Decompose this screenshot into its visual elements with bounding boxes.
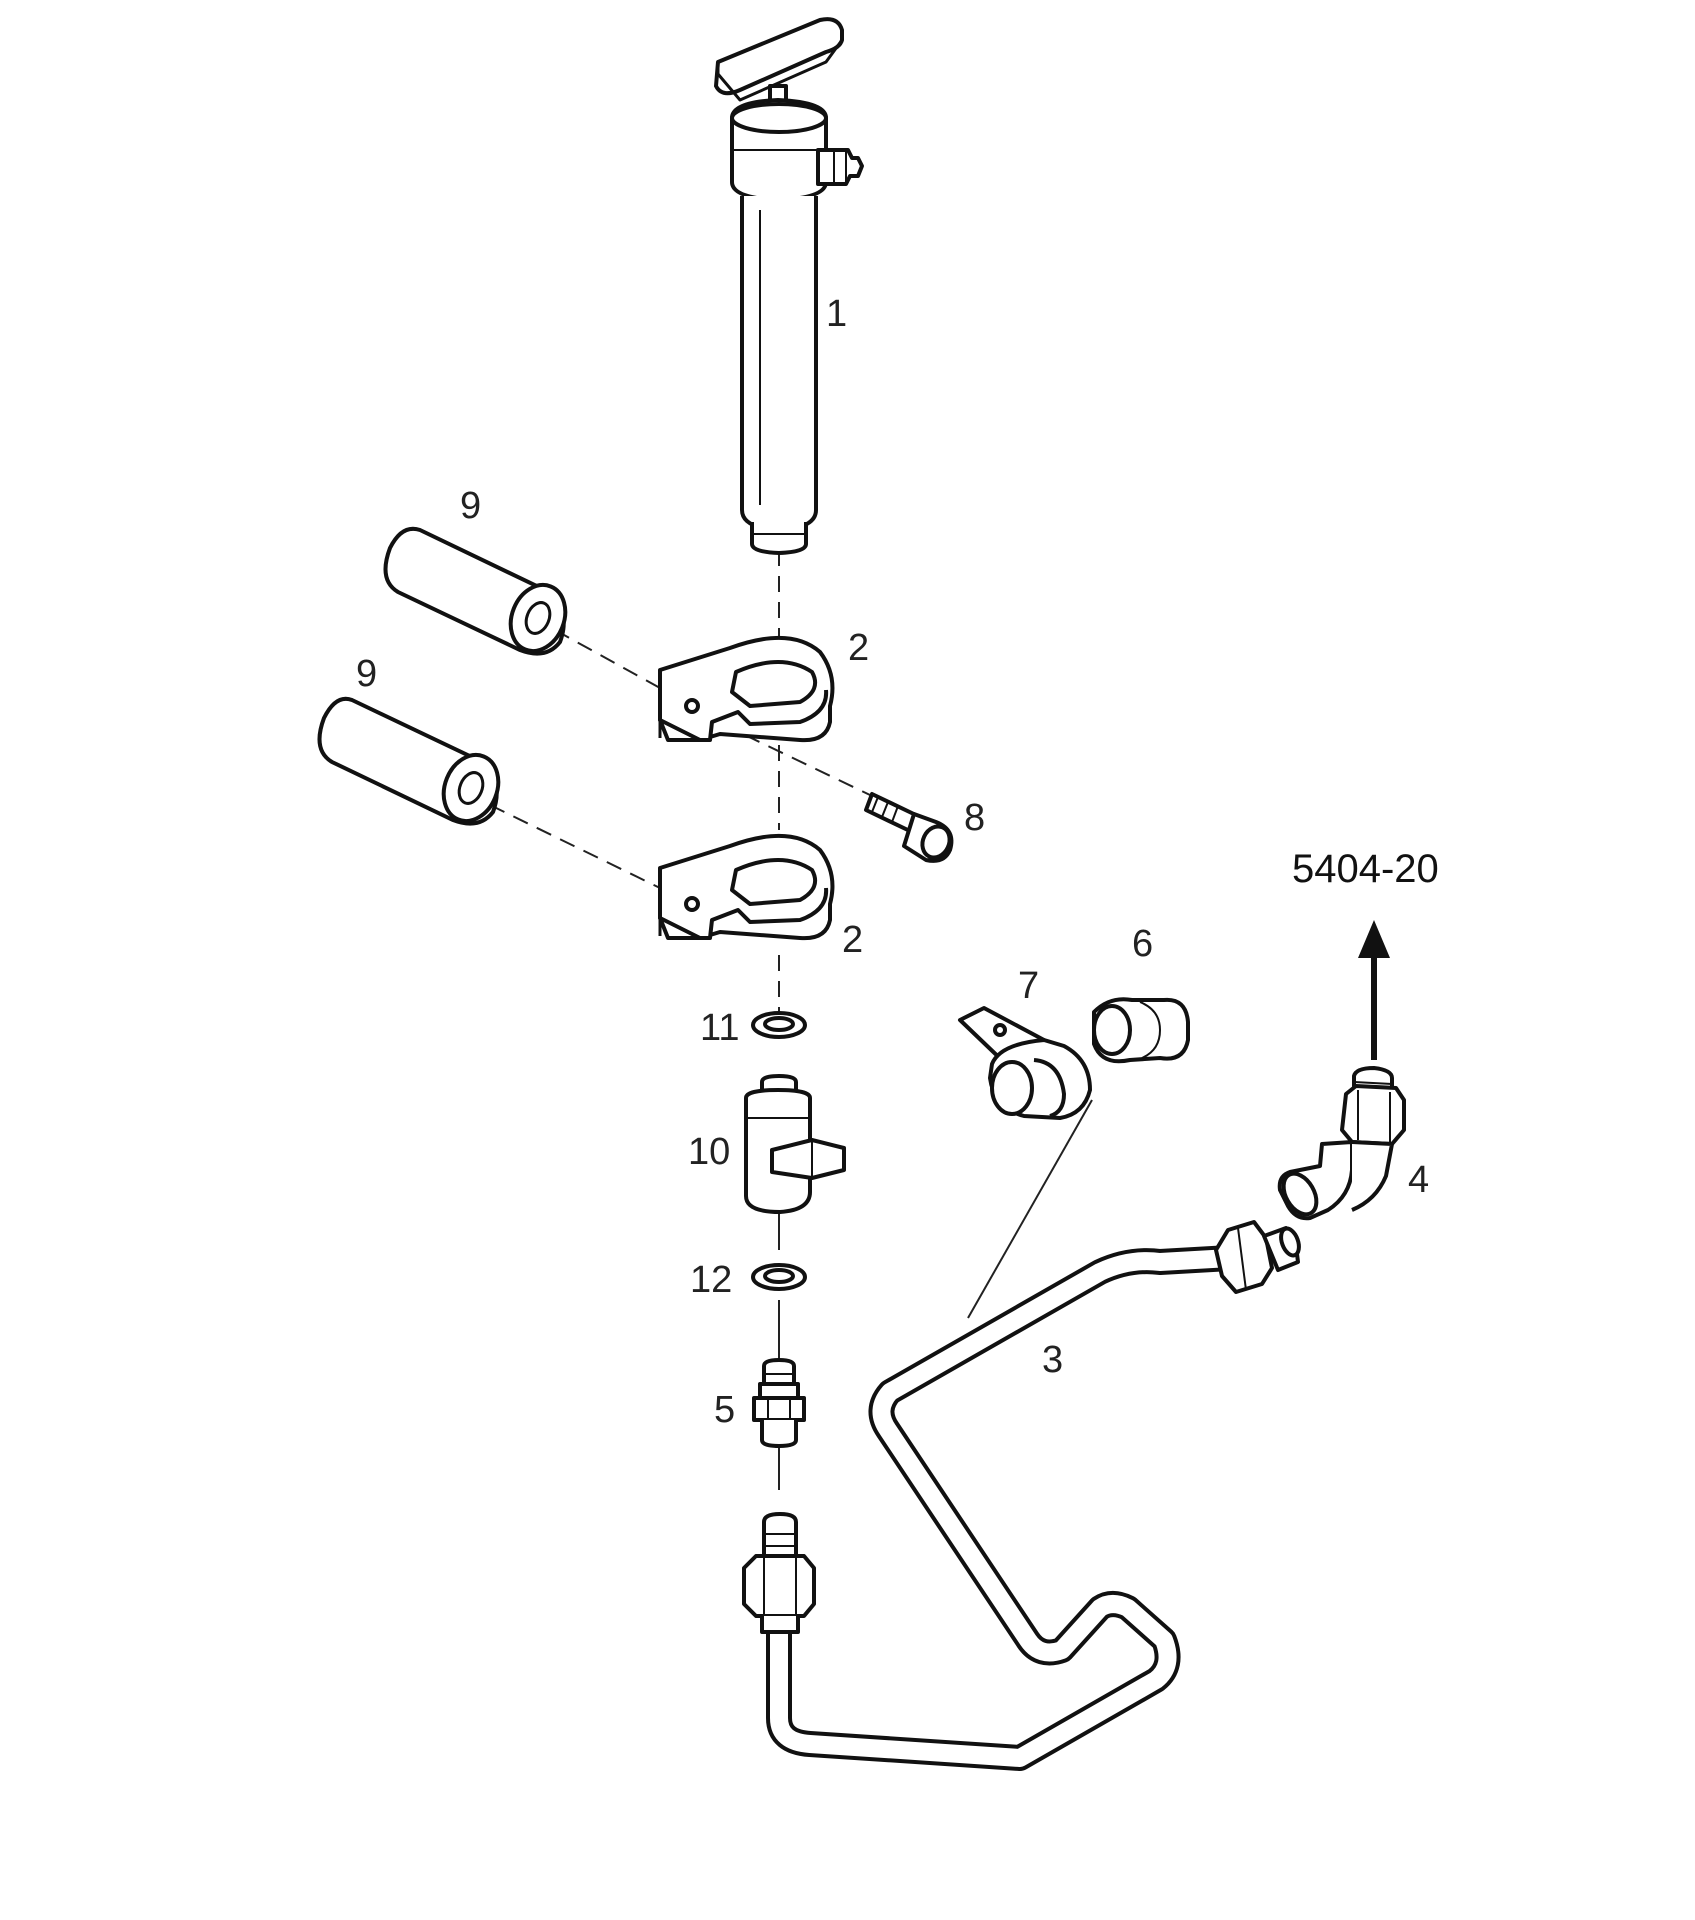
reference-label: 5404-20	[1292, 847, 1439, 891]
pipe-fitting-lower	[742, 1512, 816, 1634]
callout-4: 4	[1408, 1159, 1429, 1201]
pump-barrel	[740, 196, 818, 532]
clamp-bracket-part-2-upper	[658, 636, 835, 743]
callout-9-lower: 9	[356, 653, 377, 695]
callout-9-upper: 9	[460, 485, 481, 527]
callout-12: 12	[690, 1259, 732, 1301]
assembly-axis-lines	[489, 550, 871, 1015]
sealing-washer-part-11	[751, 1011, 807, 1039]
connector-nipple-part-5	[752, 1358, 806, 1448]
assembly-axis-solid	[778, 1099, 1093, 1670]
axis-sleeve-lower	[489, 804, 661, 889]
bolt-part-8	[864, 792, 954, 863]
callout-2-lower: 2	[842, 919, 863, 961]
sealing-washer-part-12	[751, 1263, 807, 1291]
pipe-fill	[770, 1249, 1239, 1767]
sleeve-part-9-upper	[383, 526, 568, 656]
axis-bolt	[744, 734, 871, 796]
callout-11: 11	[700, 1007, 739, 1049]
callout-7: 7	[1018, 965, 1039, 1007]
callout-8: 8	[964, 797, 985, 839]
clamp-bracket-part-2-lower	[658, 834, 835, 941]
callout-6: 6	[1132, 923, 1153, 965]
elbow-fitting-part-4	[1277, 1066, 1406, 1221]
callout-2-upper: 2	[848, 627, 869, 669]
callout-3: 3	[1042, 1339, 1063, 1381]
arrow-head-icon	[1358, 920, 1390, 958]
reference-arrow	[1358, 920, 1390, 1060]
axis-sleeve-upper	[554, 629, 661, 689]
callout-10: 10	[688, 1131, 730, 1173]
leader-6-7-to-pipe	[967, 1099, 1093, 1319]
callout-labels: 1 2 2 3 4 5 6 7 8 9 9 10 11 12 5404-20	[356, 293, 1439, 1431]
callout-5: 5	[714, 1389, 735, 1431]
callout-1: 1	[826, 293, 847, 335]
valve-part-10	[744, 1074, 846, 1214]
fuel-pipe-part-3	[766, 1245, 1243, 1771]
sleeve-part-9-lower	[317, 696, 501, 826]
pump-outlet-nipple	[816, 148, 864, 186]
grommet-part-6	[1092, 997, 1190, 1064]
pipe-fitting-upper	[1214, 1220, 1301, 1294]
hand-pump-part-1	[714, 17, 864, 555]
pipe-clip-part-7	[958, 1006, 1092, 1120]
